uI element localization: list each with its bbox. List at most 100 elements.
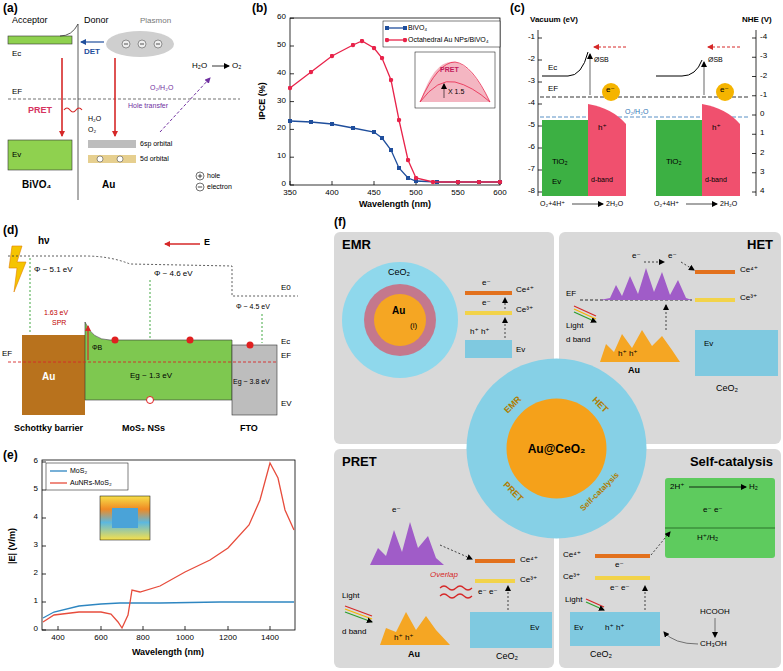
- band-diagram-a: [8, 140, 72, 170]
- annotation-label: e⁻: [606, 86, 615, 94]
- node-text: e⁻ e⁻: [703, 506, 723, 514]
- annotation-label: TiO₂: [666, 158, 682, 166]
- annotation-label: Ev: [12, 151, 21, 159]
- annotation-label: h⁺ h⁺: [618, 350, 638, 358]
- axis-tick: 40: [277, 69, 286, 77]
- legend-swatch: [387, 40, 405, 41]
- schottky-diagram: [8, 244, 298, 415]
- band-diagram-a: [81, 41, 104, 42]
- axis-tick: 4: [760, 187, 764, 195]
- axis-tick: -6: [528, 143, 535, 151]
- schottky-diagram: [147, 397, 154, 404]
- mechanism-panels: [665, 478, 775, 558]
- annotation-label: O₂/H₂O: [150, 84, 173, 91]
- energy-level-diagram: [708, 47, 740, 48]
- axis-tick: 2: [760, 149, 764, 157]
- schottky-diagram: [165, 243, 200, 244]
- mechanism-panels: [595, 554, 650, 558]
- energy-level-diagram: [686, 204, 717, 205]
- annotation-label: Au: [628, 366, 640, 375]
- mechanism-panels: [570, 612, 660, 646]
- band-diagram-a: [97, 156, 103, 162]
- legend-text: BiVO₄: [408, 24, 427, 31]
- field-chart: [46, 463, 128, 490]
- axis-tick: 600: [493, 189, 506, 197]
- schottky-diagram: [22, 335, 85, 415]
- energy-level-diagram: [572, 204, 603, 205]
- mechanism-panels: [507, 399, 607, 499]
- node-heading: Au@CeO₂: [528, 443, 586, 455]
- annotation-label: O₂+4H⁺: [540, 200, 565, 207]
- annotation-label: CeO₂: [496, 652, 518, 661]
- axis-tick: 10: [277, 152, 286, 160]
- axis-tick: 3: [760, 168, 764, 176]
- annotation-label: Ce³⁺: [563, 573, 580, 581]
- legend-swatch: [200, 174, 201, 178]
- annotation-label: O₂: [232, 62, 241, 70]
- annotation-label: 1.63 eV: [44, 309, 68, 316]
- annotation-label: Ev: [704, 340, 713, 348]
- legend-swatch: [387, 39, 405, 40]
- annotation-label: 6sp orbital: [140, 140, 172, 147]
- axis-tick: 60: [277, 13, 286, 21]
- annotation-label: ØSB: [708, 56, 723, 63]
- node-heading: HET: [747, 238, 773, 251]
- axis-tick: 800: [136, 634, 149, 642]
- energy-level-diagram: [756, 30, 757, 196]
- annotation-label: e⁻: [482, 279, 491, 287]
- mechanism-panels: [370, 522, 444, 565]
- schottky-diagram: [262, 314, 263, 343]
- annotation-label: CeO₂: [388, 268, 410, 277]
- axis-tick: 4: [34, 513, 38, 521]
- field-chart: [42, 460, 295, 630]
- annotation-label: CH₃OH: [700, 640, 727, 648]
- annotation-label: Overlap: [430, 571, 458, 579]
- annotation-label: e⁻: [668, 252, 677, 260]
- ipce-chart: [415, 52, 495, 108]
- axis-tick: 0: [282, 180, 286, 188]
- mechanism-panels: [695, 330, 778, 376]
- legend-swatch: [387, 27, 405, 28]
- annotation-label: Φ ~ 4.6 eV: [154, 270, 193, 278]
- annotation-label: Φ ~ 4.5 eV: [236, 303, 270, 310]
- axis-title: Wavelength (nm): [132, 648, 204, 657]
- panel-letter: (c): [510, 2, 525, 14]
- energy-level-diagram: [538, 30, 539, 196]
- field-chart: [42, 460, 295, 630]
- axis-tick: 0: [760, 110, 764, 118]
- node-text: EMR: [503, 395, 524, 416]
- energy-level-diagram: [702, 104, 740, 196]
- energy-level-diagram: [704, 62, 705, 95]
- node-text: H⁺/H₂: [697, 534, 718, 542]
- annotation-label: CeO₂: [590, 650, 612, 659]
- annotation-label: BiVO₄: [22, 180, 51, 190]
- annotation-label: (i): [410, 322, 417, 330]
- mechanism-panels: [470, 612, 552, 648]
- mechanism-panels: [695, 298, 735, 302]
- mechanism-panels: [345, 612, 372, 622]
- axis-tick: 5: [34, 485, 38, 493]
- panel-letter: (b): [252, 2, 267, 14]
- annotation-label: 5d orbital: [140, 155, 169, 162]
- schottky-diagram: [150, 280, 151, 338]
- field-chart: [112, 508, 138, 528]
- annotation-label: Ev: [530, 624, 539, 632]
- mechanism-panels: [505, 318, 506, 338]
- axis-tick: 50: [277, 41, 286, 49]
- axis-title: Vacuum (eV): [530, 16, 578, 24]
- axis-tick: 600: [94, 634, 107, 642]
- energy-level-diagram: [594, 47, 626, 48]
- axis-tick: 550: [451, 189, 464, 197]
- annotation-label: Ce⁴⁺: [563, 551, 581, 559]
- mechanism-panels: [600, 330, 680, 362]
- annotation-label: e⁻: [615, 561, 624, 569]
- axis-tick: 1000: [176, 634, 194, 642]
- mechanism-panels: [505, 298, 506, 309]
- ipce-chart: [420, 81, 490, 102]
- mechanism-panels: [651, 532, 670, 555]
- ipce-chart: [290, 18, 500, 185]
- mechanism-panels: [380, 612, 450, 645]
- field-chart: [42, 462, 270, 630]
- axis-tick: 450: [367, 189, 380, 197]
